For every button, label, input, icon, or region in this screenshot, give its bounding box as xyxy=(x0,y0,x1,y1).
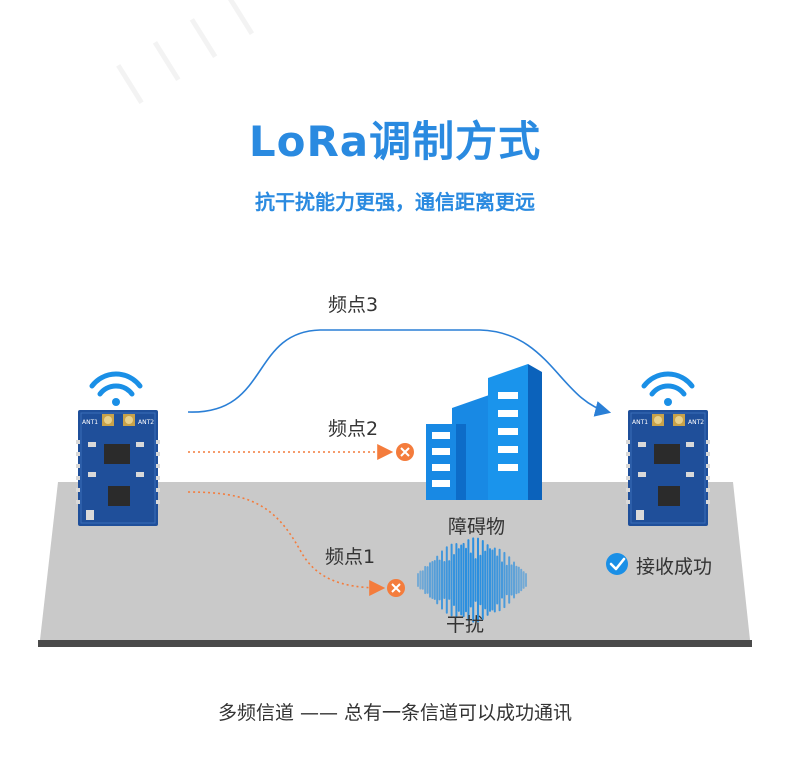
ant2-label: ANT2 xyxy=(138,419,154,426)
success-check-icon xyxy=(606,553,628,575)
interference-waveform-icon xyxy=(417,537,527,623)
ant1-label: ANT1 xyxy=(82,419,98,426)
right-lora-module: ANT1 ANT2 xyxy=(626,410,710,526)
ant2-label: ANT2 xyxy=(688,419,704,426)
ant1-label: ANT1 xyxy=(632,419,648,426)
interference-label: 干扰 xyxy=(446,614,485,636)
right-wifi-icon xyxy=(641,371,695,406)
left-lora-module: ANT1 ANT2 xyxy=(76,410,160,526)
left-wifi-icon xyxy=(89,371,143,406)
channel-2-label: 频点2 xyxy=(328,418,379,440)
channel-1-label: 频点1 xyxy=(325,546,376,568)
floor-platform xyxy=(38,482,752,647)
obstacle-label: 障碍物 xyxy=(448,516,506,538)
success-label: 接收成功 xyxy=(636,556,713,578)
channel-2-blocked-icon xyxy=(396,443,414,461)
page-title: LoRa调制方式 xyxy=(248,117,542,166)
channel-3-label: 频点3 xyxy=(328,294,379,316)
channel-1-blocked-icon xyxy=(387,579,405,597)
footer-caption: 多频信道 —— 总有一条信道可以成功通讯 xyxy=(217,702,573,724)
page-subtitle: 抗干扰能力更强，通信距离更远 xyxy=(255,190,535,214)
building-obstacle-icon xyxy=(426,364,542,500)
channel-3-path xyxy=(187,329,612,417)
channel-1-path xyxy=(187,491,386,596)
